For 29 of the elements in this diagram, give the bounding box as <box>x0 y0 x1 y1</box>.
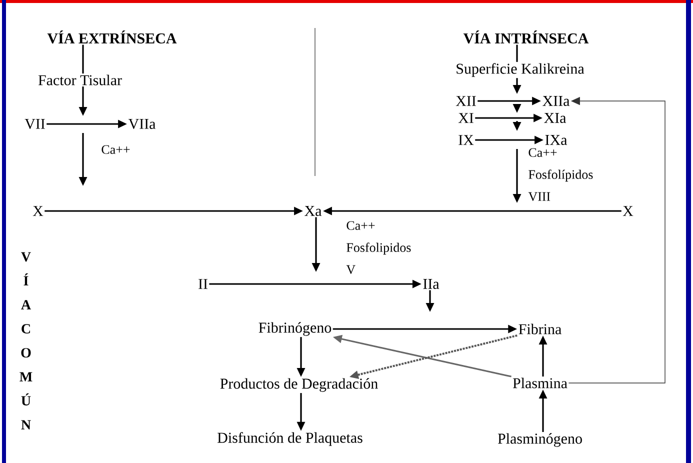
factor-label: IIa <box>423 279 440 289</box>
factor-label: XIa <box>544 113 566 123</box>
heading: VÍA EXTRÍNSECA <box>47 30 177 44</box>
vertical-label: V Í A C O M Ú N <box>20 252 32 430</box>
factor-label: X <box>32 206 44 216</box>
factor-label: IXa <box>545 135 568 145</box>
factor-label: Factor Tisular <box>38 74 122 86</box>
factor-label: X <box>622 206 634 216</box>
factor-label: VII <box>24 118 45 130</box>
factor-label: Superficie Kalikreina <box>456 63 584 77</box>
cofactor-label: Ca++ Fosfolipidos V <box>346 221 411 274</box>
factor-label: XI <box>458 113 474 123</box>
factor-label: XII <box>456 96 476 106</box>
factor-label: Plasminógeno <box>498 433 582 447</box>
factor-label: Fibrinógeno <box>258 322 332 336</box>
heading: VÍA INTRÍNSECA <box>463 30 589 44</box>
cofactor-label: Ca++ <box>102 145 130 154</box>
connector-line <box>82 44 84 74</box>
factor-label: II <box>198 279 208 289</box>
cofactor-label: Ca++ Fosfolípidos VIII <box>528 148 593 202</box>
factor-label: VIIa <box>128 118 156 130</box>
factor-label: Fibrina <box>518 324 562 334</box>
factor-label: Disfunción de Plaquetas <box>218 432 362 446</box>
factor-label: Xa <box>304 206 322 216</box>
factor-label: XIIa <box>542 96 570 106</box>
factor-label: IX <box>458 135 474 145</box>
connector-line <box>516 44 518 62</box>
factor-label: Plasmina <box>512 378 568 388</box>
factor-label: Productos de Degradación <box>220 378 378 392</box>
